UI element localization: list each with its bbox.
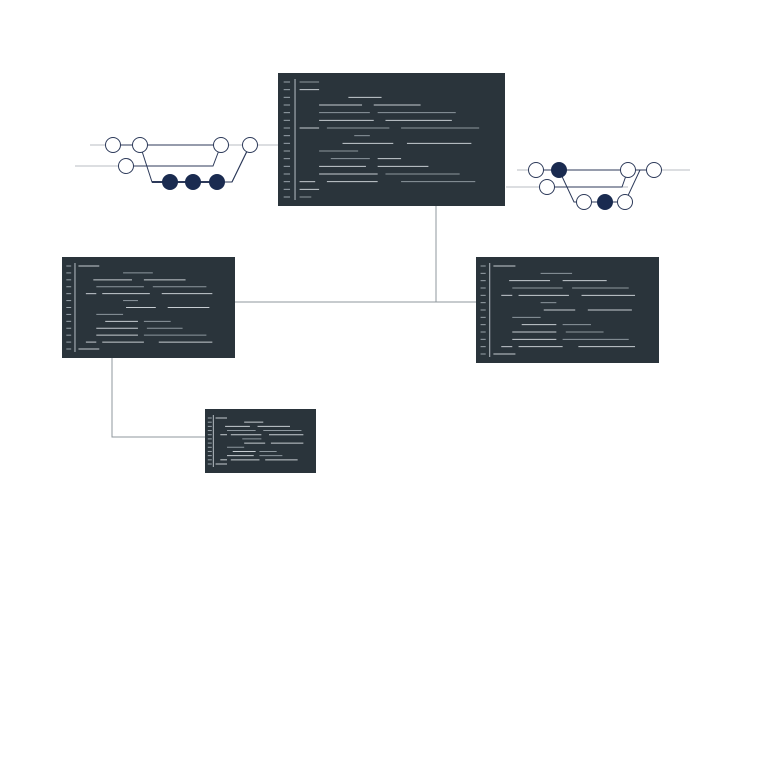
open-commit-node-icon [646,162,662,178]
filled-commit-node-icon [209,174,225,190]
code-window-background [278,73,505,206]
filled-commit-node-icon [597,194,613,210]
fork-connector [111,358,205,438]
open-commit-node-icon [620,162,636,178]
open-commit-node-icon [617,194,633,210]
main-repository-panel [278,73,505,206]
open-commit-node-icon [213,137,229,153]
code-window-background [205,409,316,473]
open-commit-node-icon [132,137,148,153]
open-commit-node-icon [118,158,134,174]
left-branch-graph [75,137,278,190]
filled-commit-node-icon [185,174,201,190]
connector-lines [111,206,476,438]
open-commit-node-icon [576,194,592,210]
left-fork-panel [62,257,235,358]
open-commit-node-icon [528,162,544,178]
filled-commit-node-icon [551,162,567,178]
open-commit-node-icon [539,179,555,195]
sub-fork-panel [205,409,316,473]
filled-commit-node-icon [162,174,178,190]
right-fork-panel [476,257,659,363]
open-commit-node-icon [242,137,258,153]
open-commit-node-icon [105,137,121,153]
right-branch-graph [506,162,690,210]
